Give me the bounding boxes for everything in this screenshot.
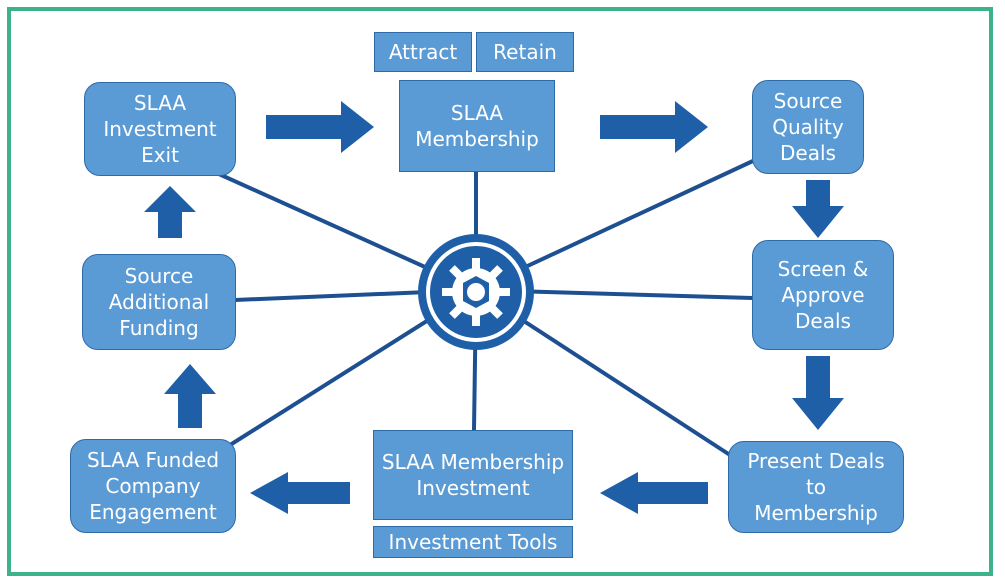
tag-investment-tools: Investment Tools <box>373 526 573 558</box>
node-line: Engagement <box>89 500 217 524</box>
node-line: Screen & <box>777 257 869 281</box>
gear-icon <box>442 258 510 326</box>
node-present-deals: Present Deals to Membership <box>728 441 904 533</box>
node-membership: SLAA Membership <box>399 80 555 172</box>
arrow-present-to-investment <box>600 472 708 514</box>
node-line: SLAA <box>133 91 187 115</box>
node-line: Exit <box>141 143 179 167</box>
arrow-investment-to-engagement <box>250 472 350 514</box>
node-line: Approve <box>781 283 865 307</box>
node-line: Membership <box>415 127 539 151</box>
tag-attract: Attract <box>374 32 472 72</box>
tag-retain: Retain <box>476 32 574 72</box>
node-line: Deals <box>780 141 836 165</box>
node-line: to <box>805 475 827 499</box>
node-line: SLAA Funded <box>86 448 220 472</box>
arrow-engagement-to-funding <box>164 364 216 428</box>
arrow-screen-to-present <box>792 356 844 430</box>
node-line: Deals <box>795 309 851 333</box>
arrow-membership-to-source <box>600 101 708 153</box>
arrow-funding-to-exit <box>144 186 196 238</box>
arrow-source-to-screen <box>792 180 844 238</box>
node-line: Investment <box>416 476 530 500</box>
node-line: Investment <box>103 117 217 141</box>
node-line: Source <box>773 89 843 113</box>
hub <box>418 234 534 350</box>
node-line: SLAA <box>450 101 504 125</box>
node-investment-exit: SLAA Investment Exit <box>84 82 236 176</box>
node-source-quality-deals: Source Quality Deals <box>752 80 864 174</box>
node-funded-company-engagement: SLAA Funded Company Engagement <box>70 439 236 533</box>
node-line: Company <box>105 474 201 498</box>
node-line: Present Deals <box>747 449 885 473</box>
arrow-exit-to-membership <box>266 101 374 153</box>
node-membership-investment: SLAA Membership Investment <box>373 430 573 520</box>
node-line: Funding <box>119 316 199 340</box>
node-screen-approve-deals: Screen & Approve Deals <box>752 240 894 350</box>
node-source-additional-funding: Source Additional Funding <box>82 254 236 350</box>
node-line: Quality <box>772 115 844 139</box>
node-line: Source <box>124 264 194 288</box>
node-line: Additional <box>108 290 210 314</box>
node-line: Membership <box>754 501 878 525</box>
node-line: SLAA Membership <box>381 450 565 474</box>
